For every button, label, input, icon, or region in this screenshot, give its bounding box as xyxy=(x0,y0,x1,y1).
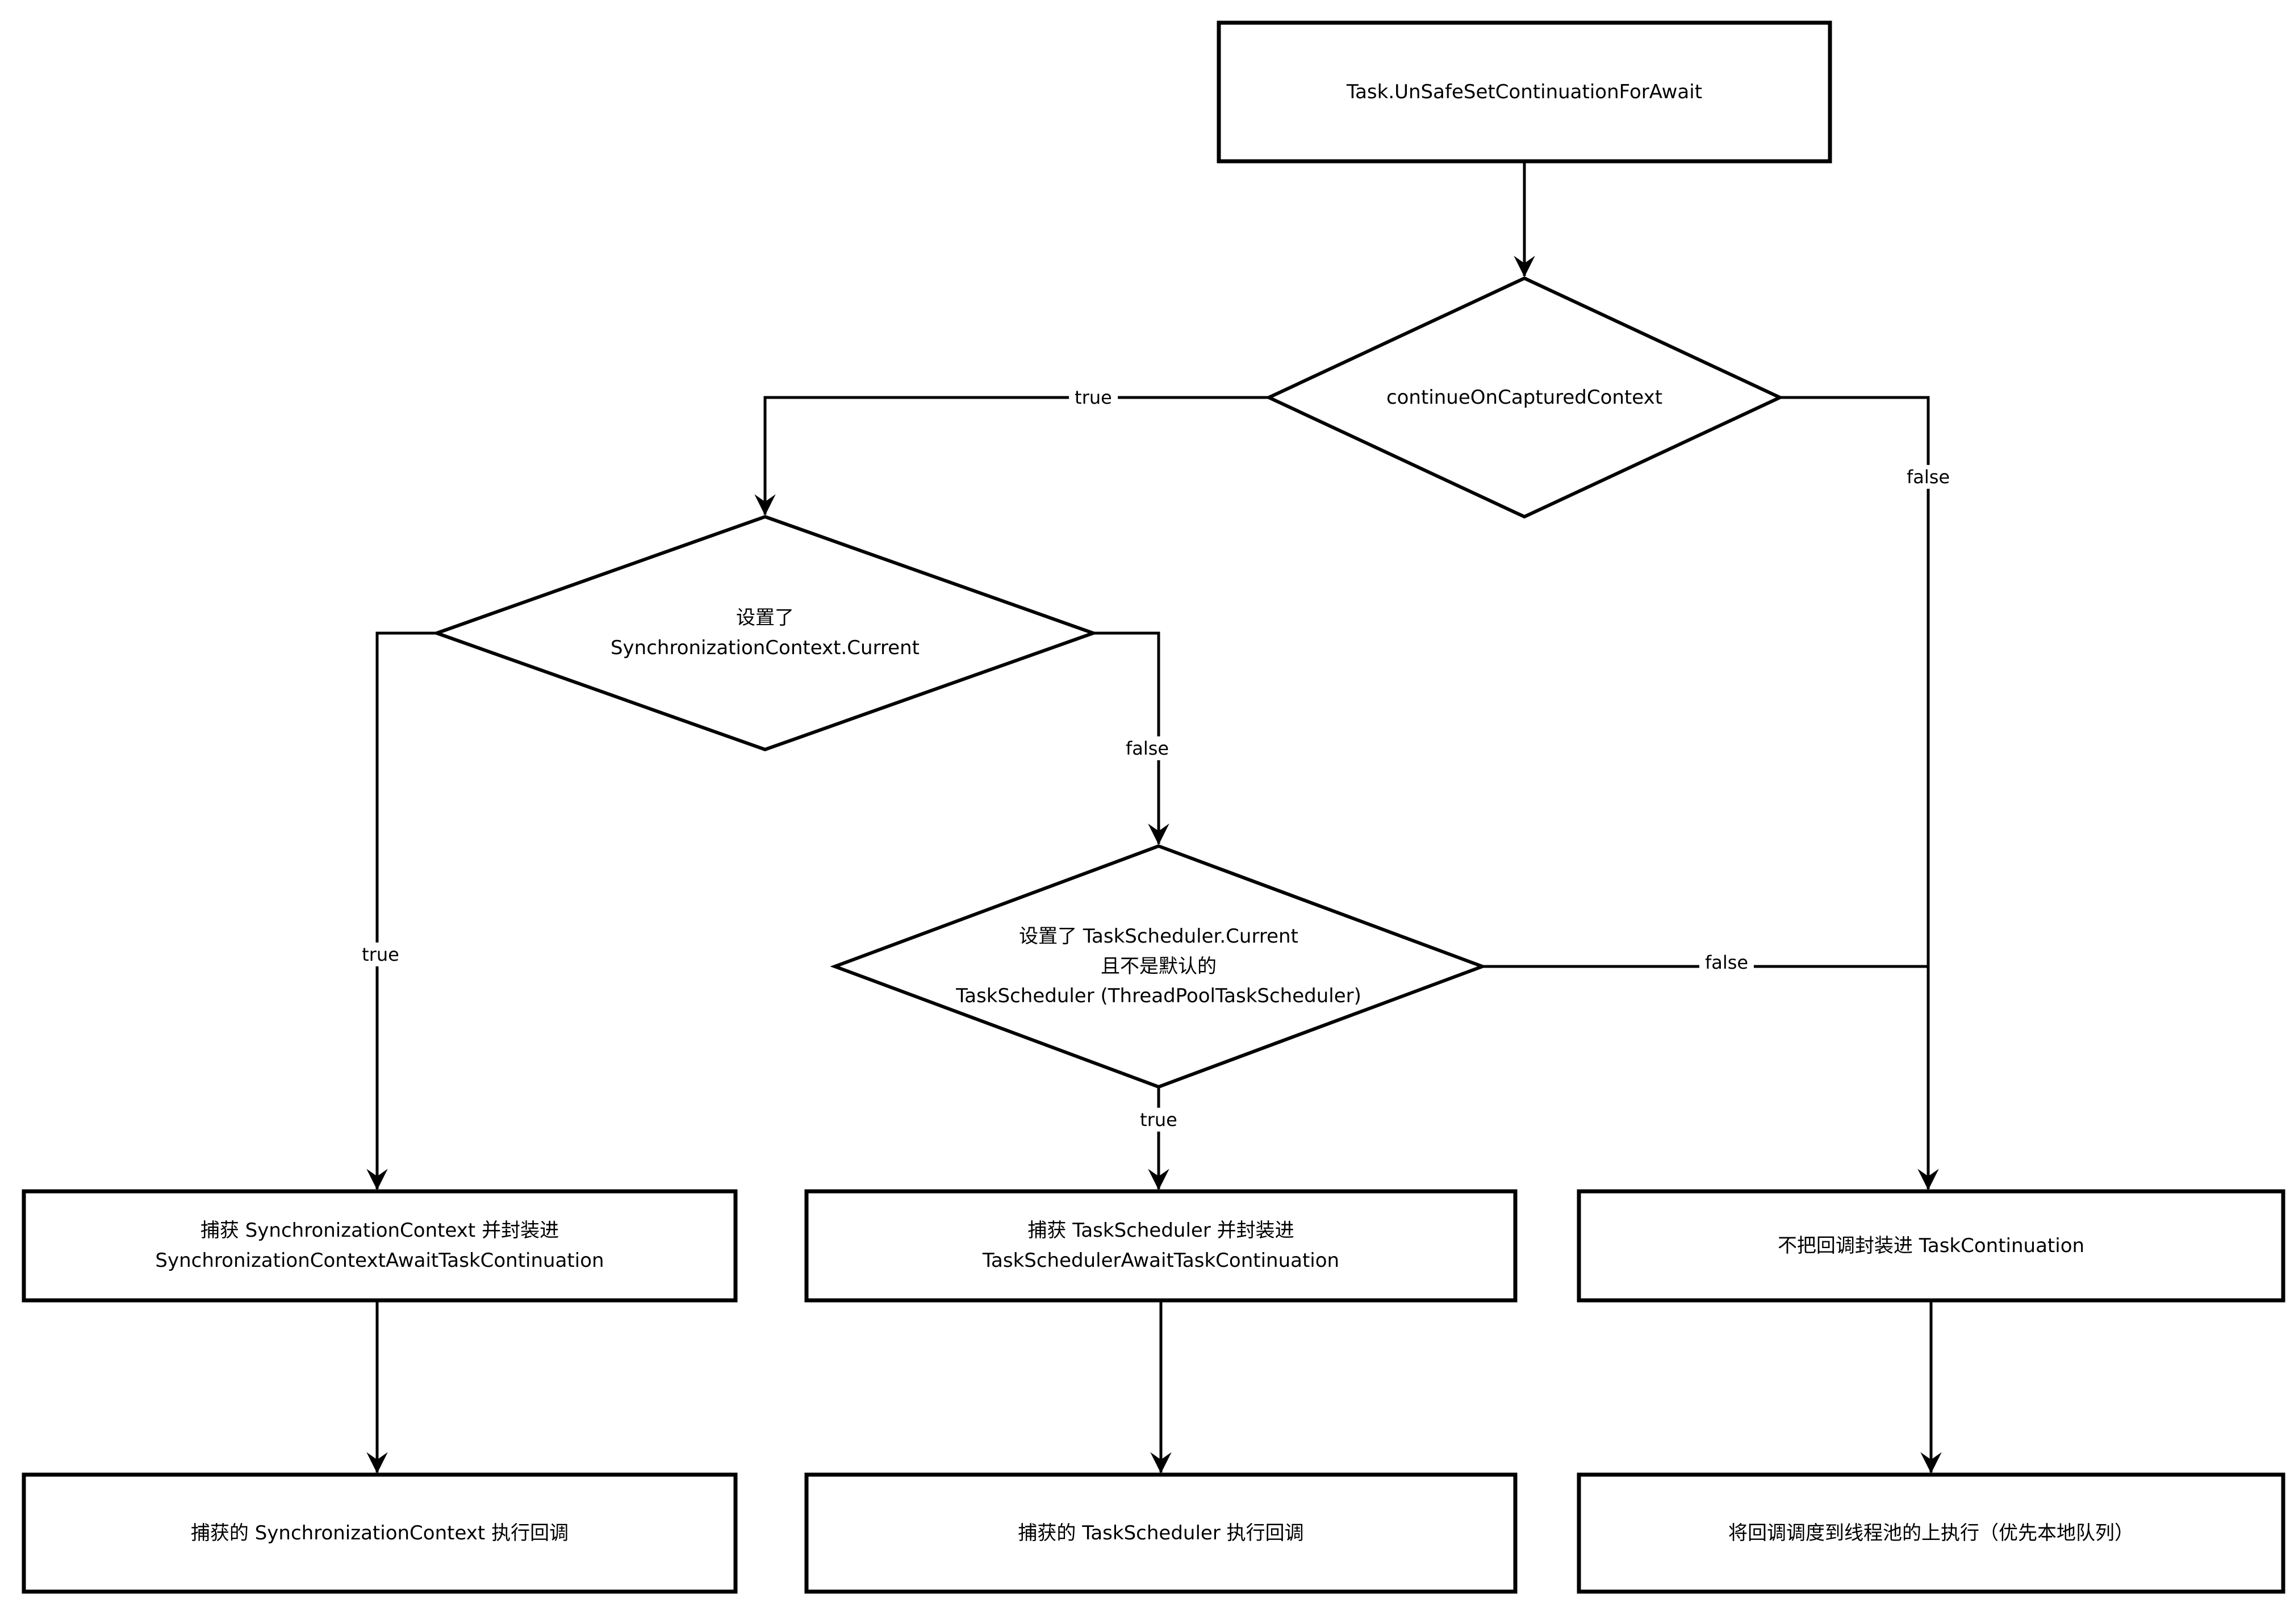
edge-d2-true xyxy=(366,631,437,1190)
box-no-task-continuation-shape xyxy=(1577,1189,2285,1303)
box-capture-sync-context-shape xyxy=(22,1189,738,1303)
edge-d1-true xyxy=(754,396,1269,516)
box-exec-task-scheduler-shape xyxy=(804,1472,1518,1594)
decision-sync-context-set-shape xyxy=(432,514,1098,752)
decision-continue-on-captured-context-shape xyxy=(1264,276,1785,519)
box-exec-sync-context-shape xyxy=(22,1472,738,1594)
edge-d1-false xyxy=(1780,396,1939,1190)
edge-d2-false xyxy=(1093,631,1169,845)
start-node-shape xyxy=(1217,20,1832,164)
box-schedule-threadpool-shape xyxy=(1577,1472,2285,1594)
box-capture-task-scheduler-shape xyxy=(804,1189,1518,1303)
decision-task-scheduler-set-shape xyxy=(830,844,1487,1089)
